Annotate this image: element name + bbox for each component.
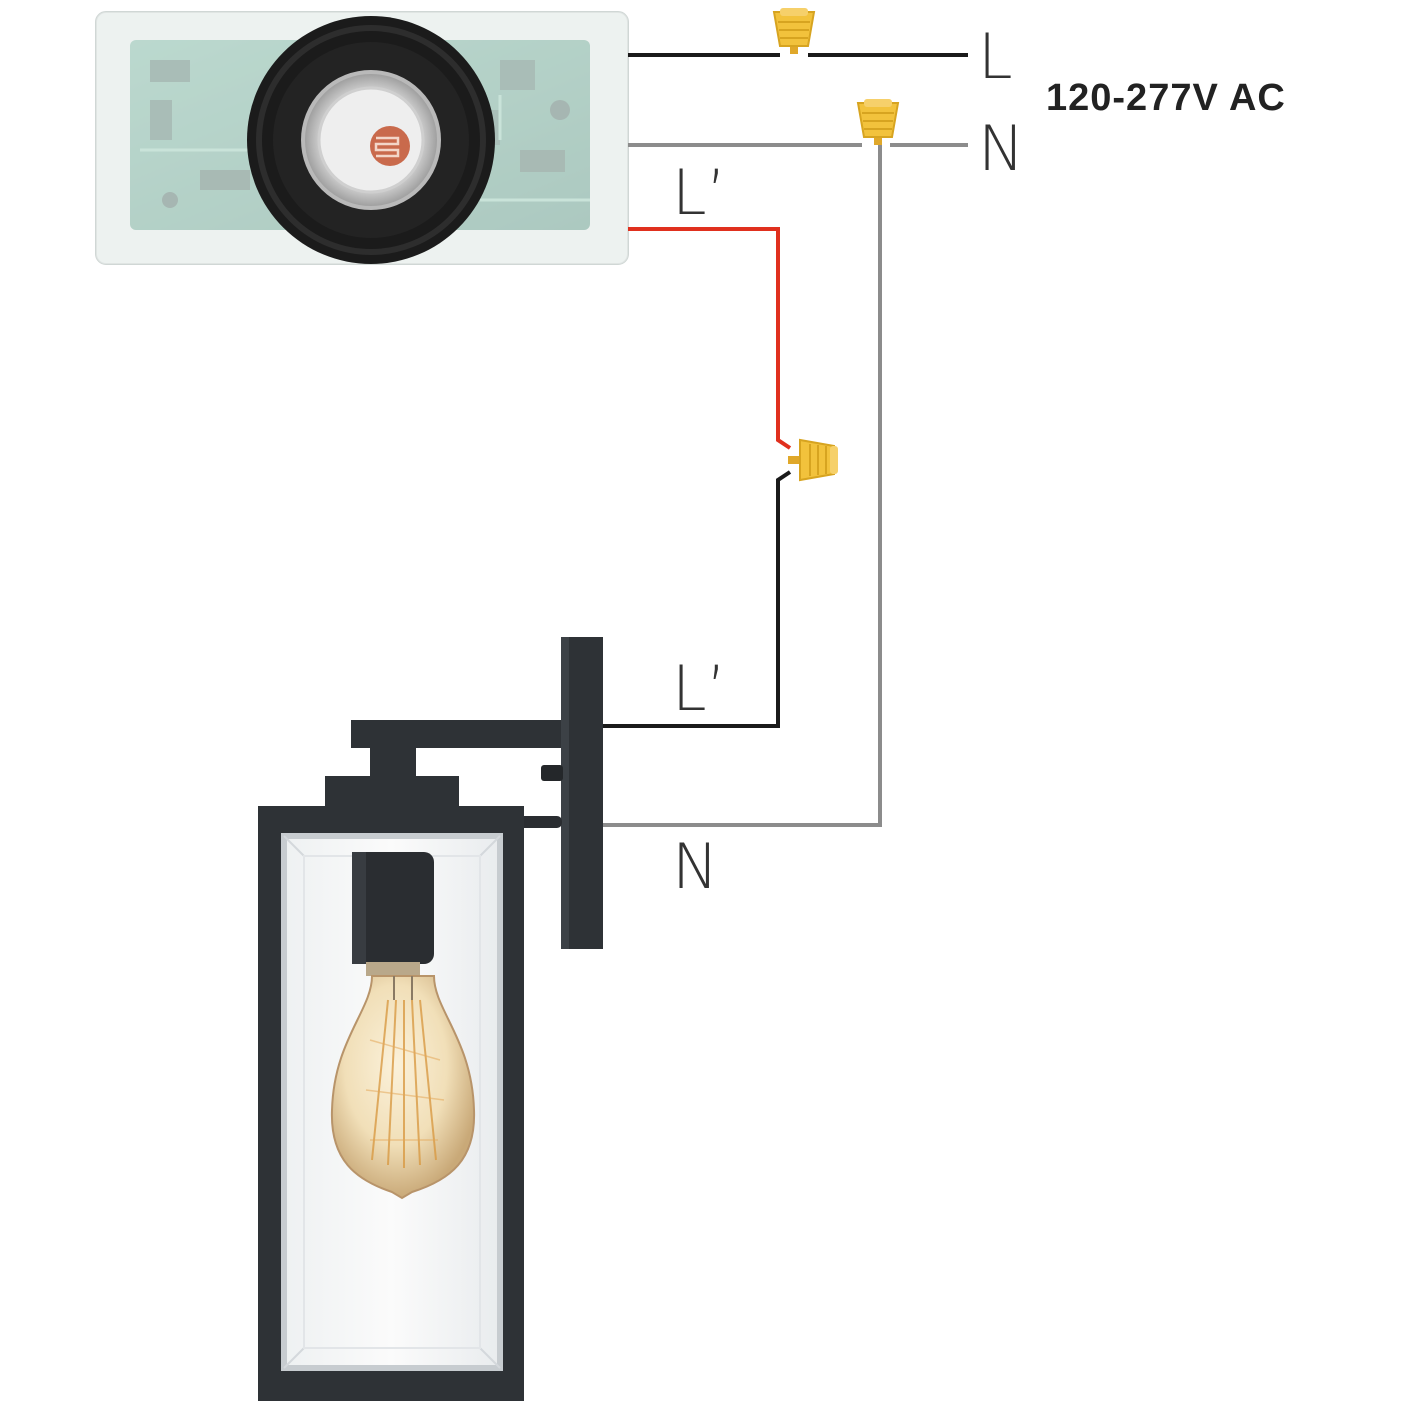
neutral-in-label: N bbox=[978, 112, 1024, 185]
wire-nut-icon bbox=[788, 438, 838, 482]
line-in-label: L bbox=[978, 20, 1013, 93]
neutral-lamp-label: N bbox=[672, 830, 718, 903]
edison-bulb-icon bbox=[330, 975, 476, 1200]
lamp-line-wire bbox=[602, 470, 792, 728]
switched-line-lamp-label: L’ bbox=[672, 652, 726, 725]
voltage-label: 120-277V AC bbox=[1046, 77, 1286, 119]
wall-lantern-icon bbox=[258, 637, 603, 1401]
switched-line-wire bbox=[628, 227, 792, 450]
wire-nut-icon bbox=[856, 99, 900, 145]
neutral-wire bbox=[602, 143, 968, 827]
photocell-sensor-icon bbox=[95, 11, 629, 265]
wire-nut-icon bbox=[772, 8, 816, 54]
switched-line-sensor-label: L’ bbox=[672, 156, 726, 229]
